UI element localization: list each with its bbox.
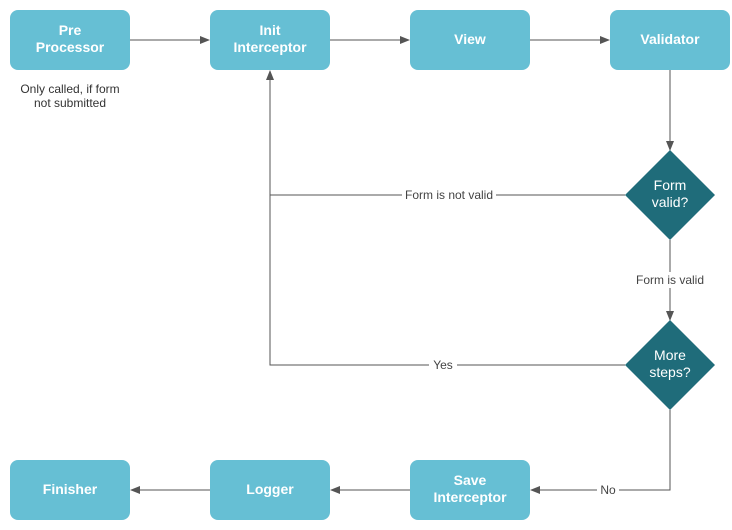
label-form-not-valid: Form is not valid <box>405 188 493 202</box>
node-finisher-line-1: Finisher <box>43 481 98 497</box>
decision-form-valid-line-2: valid? <box>652 194 689 210</box>
edge-formvalid-init <box>266 70 625 196</box>
node-validator[interactable]: Validator <box>610 10 730 70</box>
decision-form-valid[interactable]: Form valid? <box>625 150 715 240</box>
process-nodes: Pre Processor Init Interceptor View Vali… <box>10 10 730 520</box>
edge-labels: Form is not valid Form is valid Yes No <box>402 187 708 498</box>
decision-more-steps-line-2: steps? <box>649 364 690 380</box>
node-init-interceptor-line-1: Init <box>260 22 281 38</box>
decision-form-valid-line-1: Form <box>654 177 687 193</box>
note-line-1: Only called, if form <box>20 82 119 96</box>
node-init-interceptor[interactable]: Init Interceptor <box>210 10 330 70</box>
node-pre-processor-line-2: Processor <box>36 39 105 55</box>
node-save-interceptor-line-1: Save <box>454 472 487 488</box>
edge-moresteps-init <box>269 195 625 366</box>
node-finisher[interactable]: Finisher <box>10 460 130 520</box>
decision-more-steps[interactable]: More steps? <box>625 320 715 410</box>
label-form-is-valid: Form is valid <box>636 273 704 287</box>
edge-moresteps-save <box>530 410 671 494</box>
node-view-line-1: View <box>454 31 486 47</box>
label-yes: Yes <box>433 358 453 372</box>
edges <box>130 36 674 494</box>
pre-processor-note: Only called, if form not submitted <box>20 82 119 110</box>
decision-nodes: Form valid? More steps? <box>625 150 715 410</box>
decision-more-steps-line-1: More <box>654 347 686 363</box>
node-save-interceptor-line-2: Interceptor <box>433 489 507 505</box>
node-logger-line-1: Logger <box>246 481 294 497</box>
node-init-interceptor-line-2: Interceptor <box>233 39 307 55</box>
node-pre-processor-line-1: Pre <box>59 22 82 38</box>
note-line-2: not submitted <box>34 96 106 110</box>
node-validator-line-1: Validator <box>640 31 700 47</box>
node-pre-processor[interactable]: Pre Processor <box>10 10 130 70</box>
node-save-interceptor[interactable]: Save Interceptor <box>410 460 530 520</box>
node-view[interactable]: View <box>410 10 530 70</box>
node-logger[interactable]: Logger <box>210 460 330 520</box>
label-no: No <box>600 483 616 497</box>
